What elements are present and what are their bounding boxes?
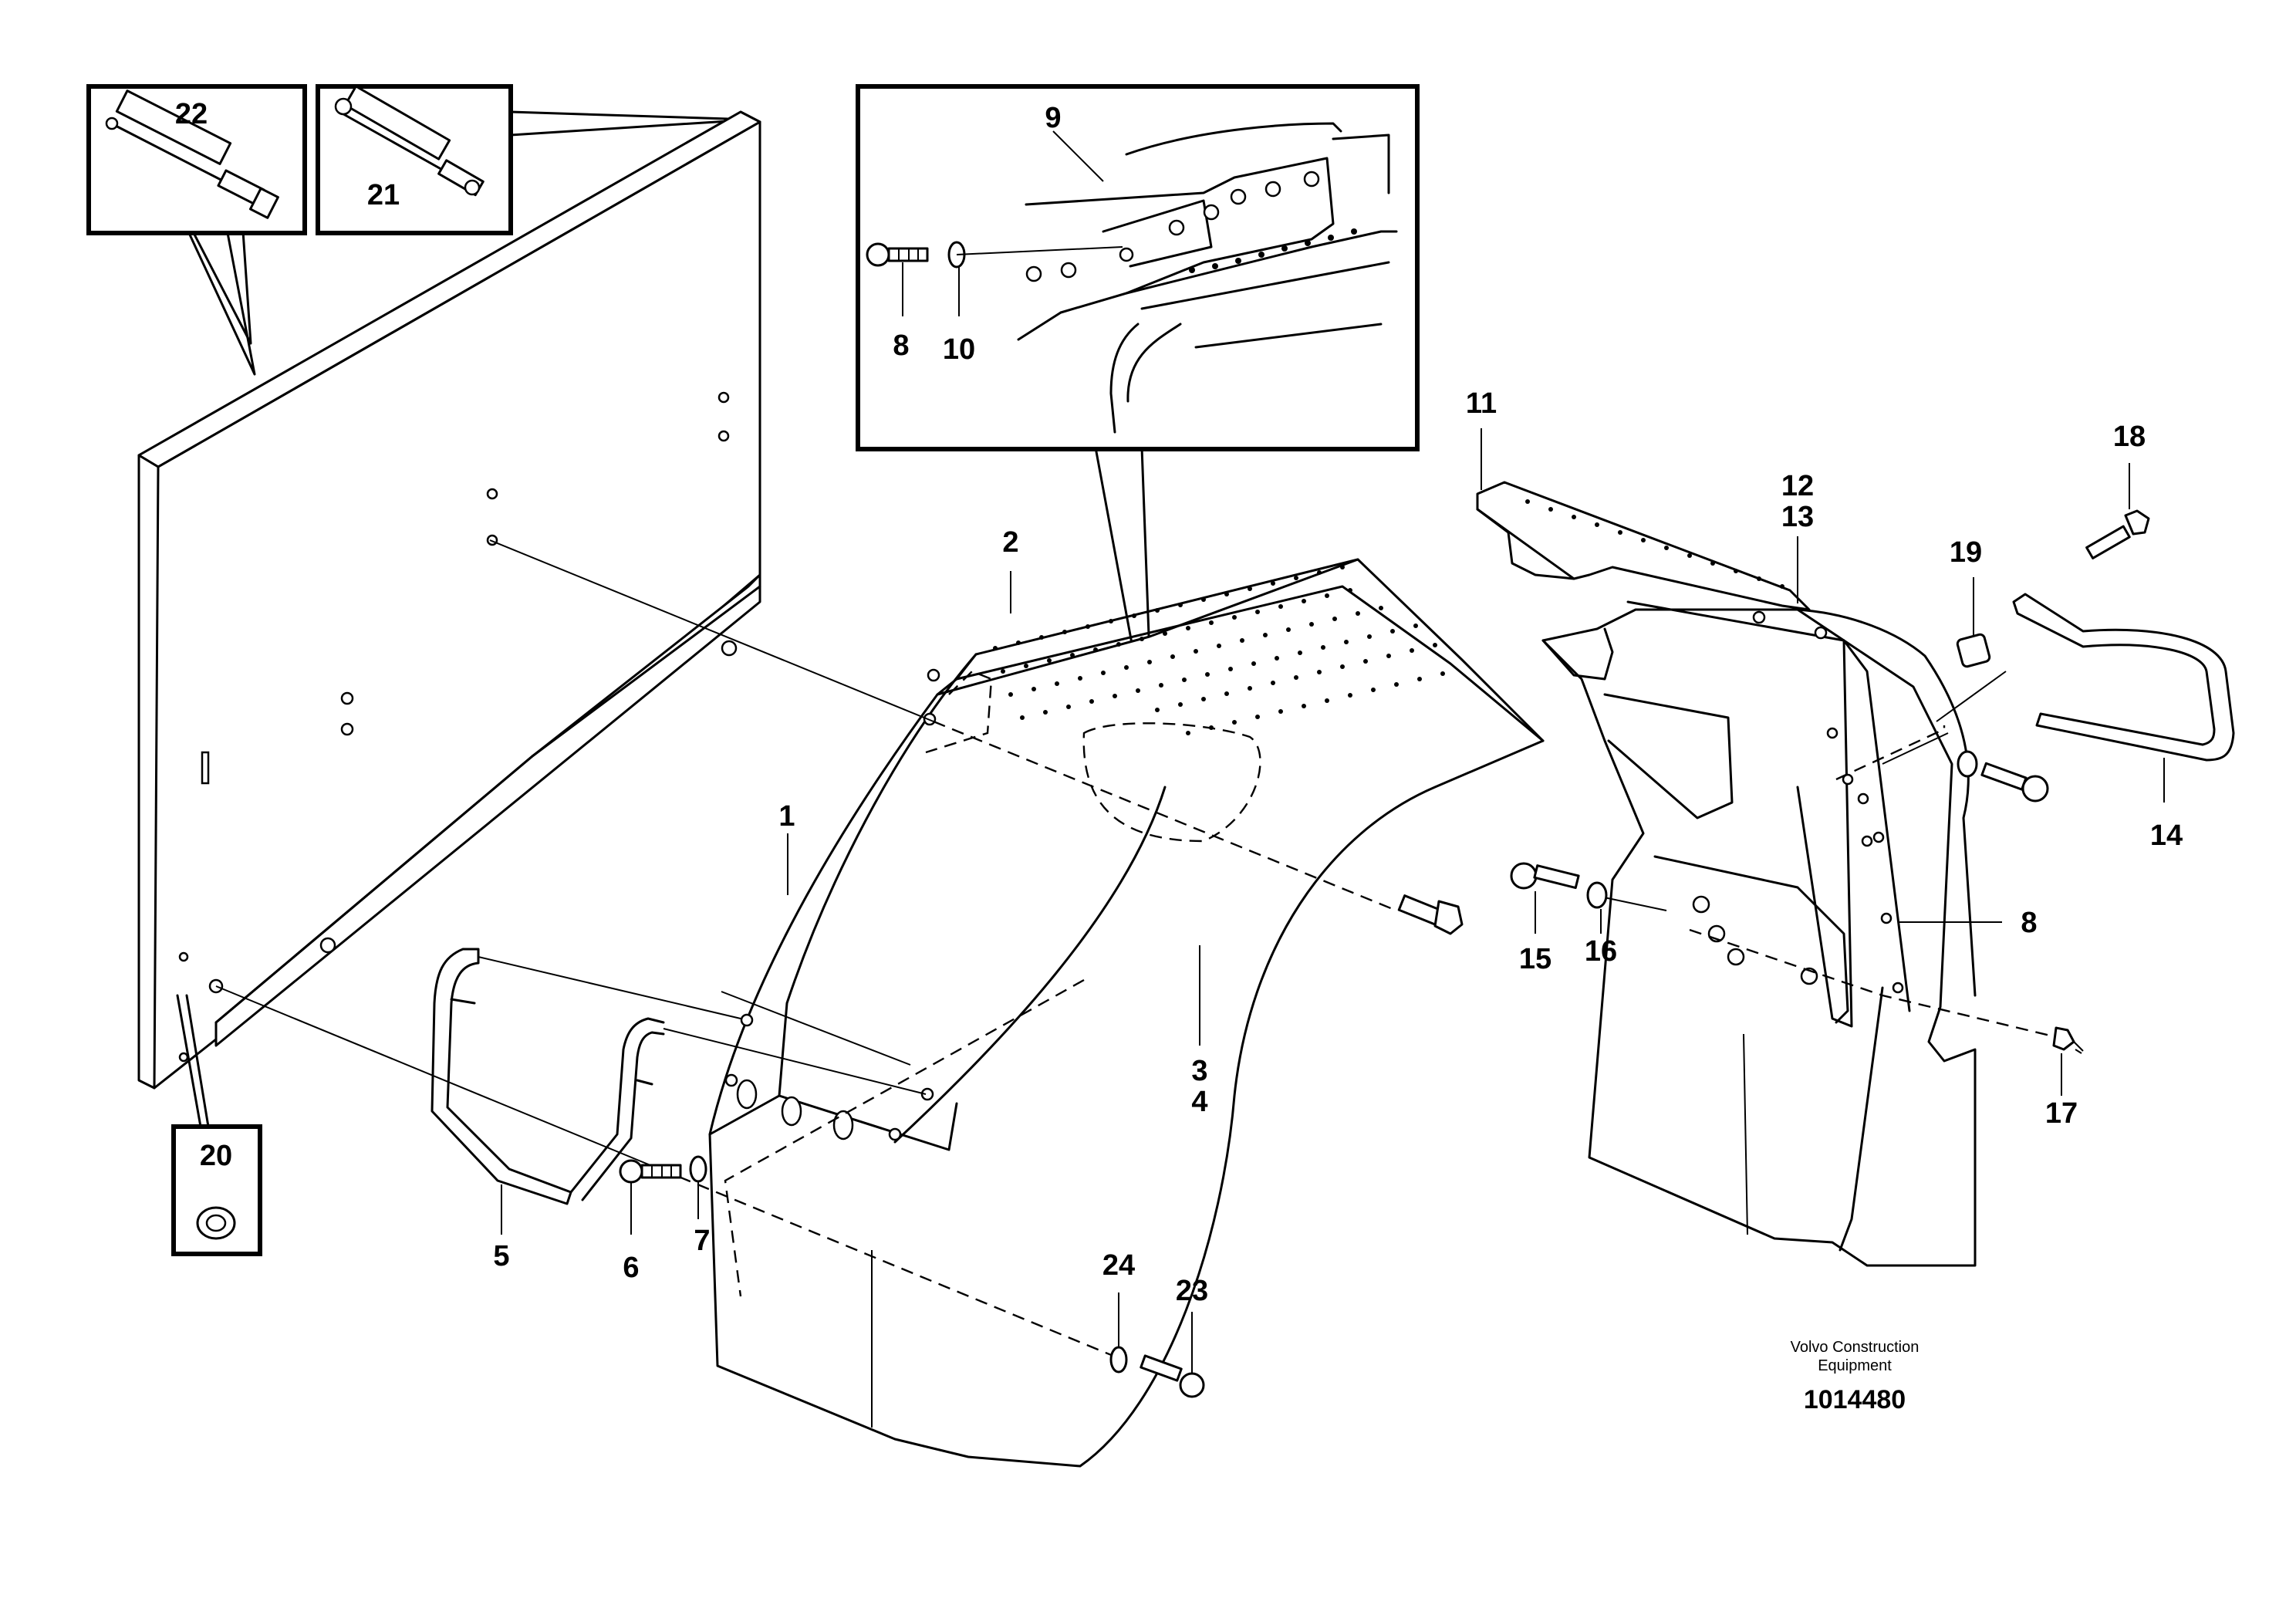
inset-gas-spring-21 — [316, 84, 513, 235]
inset-gas-spring-22 — [86, 84, 307, 345]
bolt-23 — [1109, 1293, 1205, 1398]
label-19: 19 — [1950, 536, 1982, 569]
bolt-15 — [1510, 862, 1580, 934]
bolt-6 — [619, 1159, 682, 1235]
main-fender — [708, 558, 1545, 1468]
brand-line-1: Volvo Construction — [1791, 1339, 1920, 1356]
washer-16 — [1586, 881, 1608, 934]
right-assembly — [1476, 481, 1977, 1267]
label-21: 21 — [367, 179, 400, 211]
label-13: 13 — [1781, 501, 1814, 533]
handle-5 — [430, 948, 927, 1205]
label-24: 24 — [1102, 1249, 1135, 1282]
label-14: 14 — [2150, 819, 2183, 852]
label-8-inset: 8 — [893, 329, 909, 362]
side-panel — [137, 110, 761, 1090]
spacer-19 — [1956, 577, 1991, 668]
label-1: 1 — [778, 800, 795, 833]
label-6: 6 — [623, 1252, 639, 1284]
label-16: 16 — [1585, 935, 1617, 968]
label-10: 10 — [943, 333, 975, 366]
label-12: 12 — [1781, 470, 1814, 502]
bolt-main — [1397, 894, 1464, 935]
label-17: 17 — [2045, 1097, 2078, 1130]
label-23: 23 — [1176, 1275, 1208, 1307]
label-2: 2 — [1002, 526, 1018, 559]
bolt-8-right — [1957, 750, 2049, 803]
washer-7 — [689, 1155, 707, 1219]
label-11: 11 — [1466, 387, 1497, 420]
label-22: 22 — [175, 98, 208, 130]
label-15: 15 — [1519, 943, 1551, 975]
label-8-right: 8 — [2021, 907, 2037, 939]
label-18: 18 — [2113, 421, 2146, 453]
nut-17 — [2052, 1026, 2084, 1096]
label-7: 7 — [694, 1225, 710, 1257]
label-4: 4 — [1191, 1086, 1207, 1118]
handle-14 — [2012, 593, 2235, 803]
bolt-18 — [2085, 463, 2150, 559]
inset-mounting-detail — [856, 84, 1420, 762]
label-9: 9 — [1045, 102, 1061, 134]
label-20: 20 — [200, 1140, 232, 1172]
brand-line-2: Equipment — [1818, 1357, 1892, 1374]
label-5: 5 — [493, 1240, 509, 1272]
inset-grommet-20 — [171, 994, 262, 1256]
label-3: 3 — [1191, 1055, 1207, 1087]
drawing-number: 1014480 — [1804, 1385, 1906, 1414]
